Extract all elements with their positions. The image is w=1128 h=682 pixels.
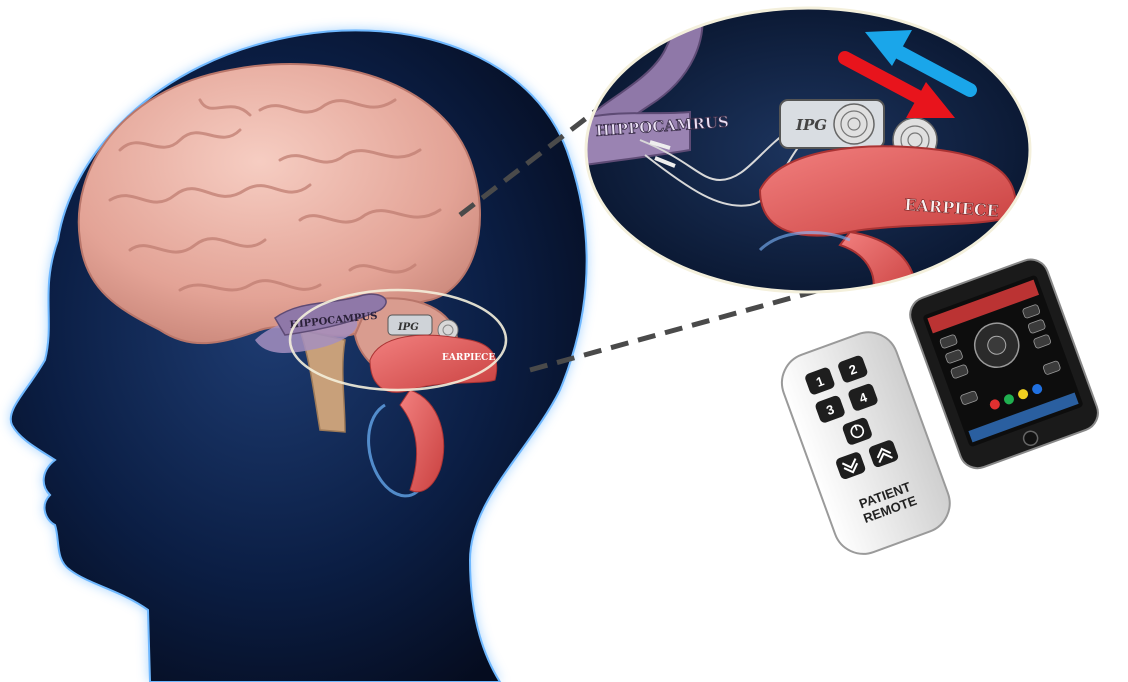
smartphone	[905, 254, 1103, 473]
ipg-label-zoom: IPG	[795, 116, 827, 134]
ipg-label-small: IPG	[397, 322, 419, 333]
zoom-inset: HIPPOCAMRUS IPG EARPIECE	[585, 0, 1030, 300]
earpiece-label-small: EARPIECE	[442, 353, 495, 363]
